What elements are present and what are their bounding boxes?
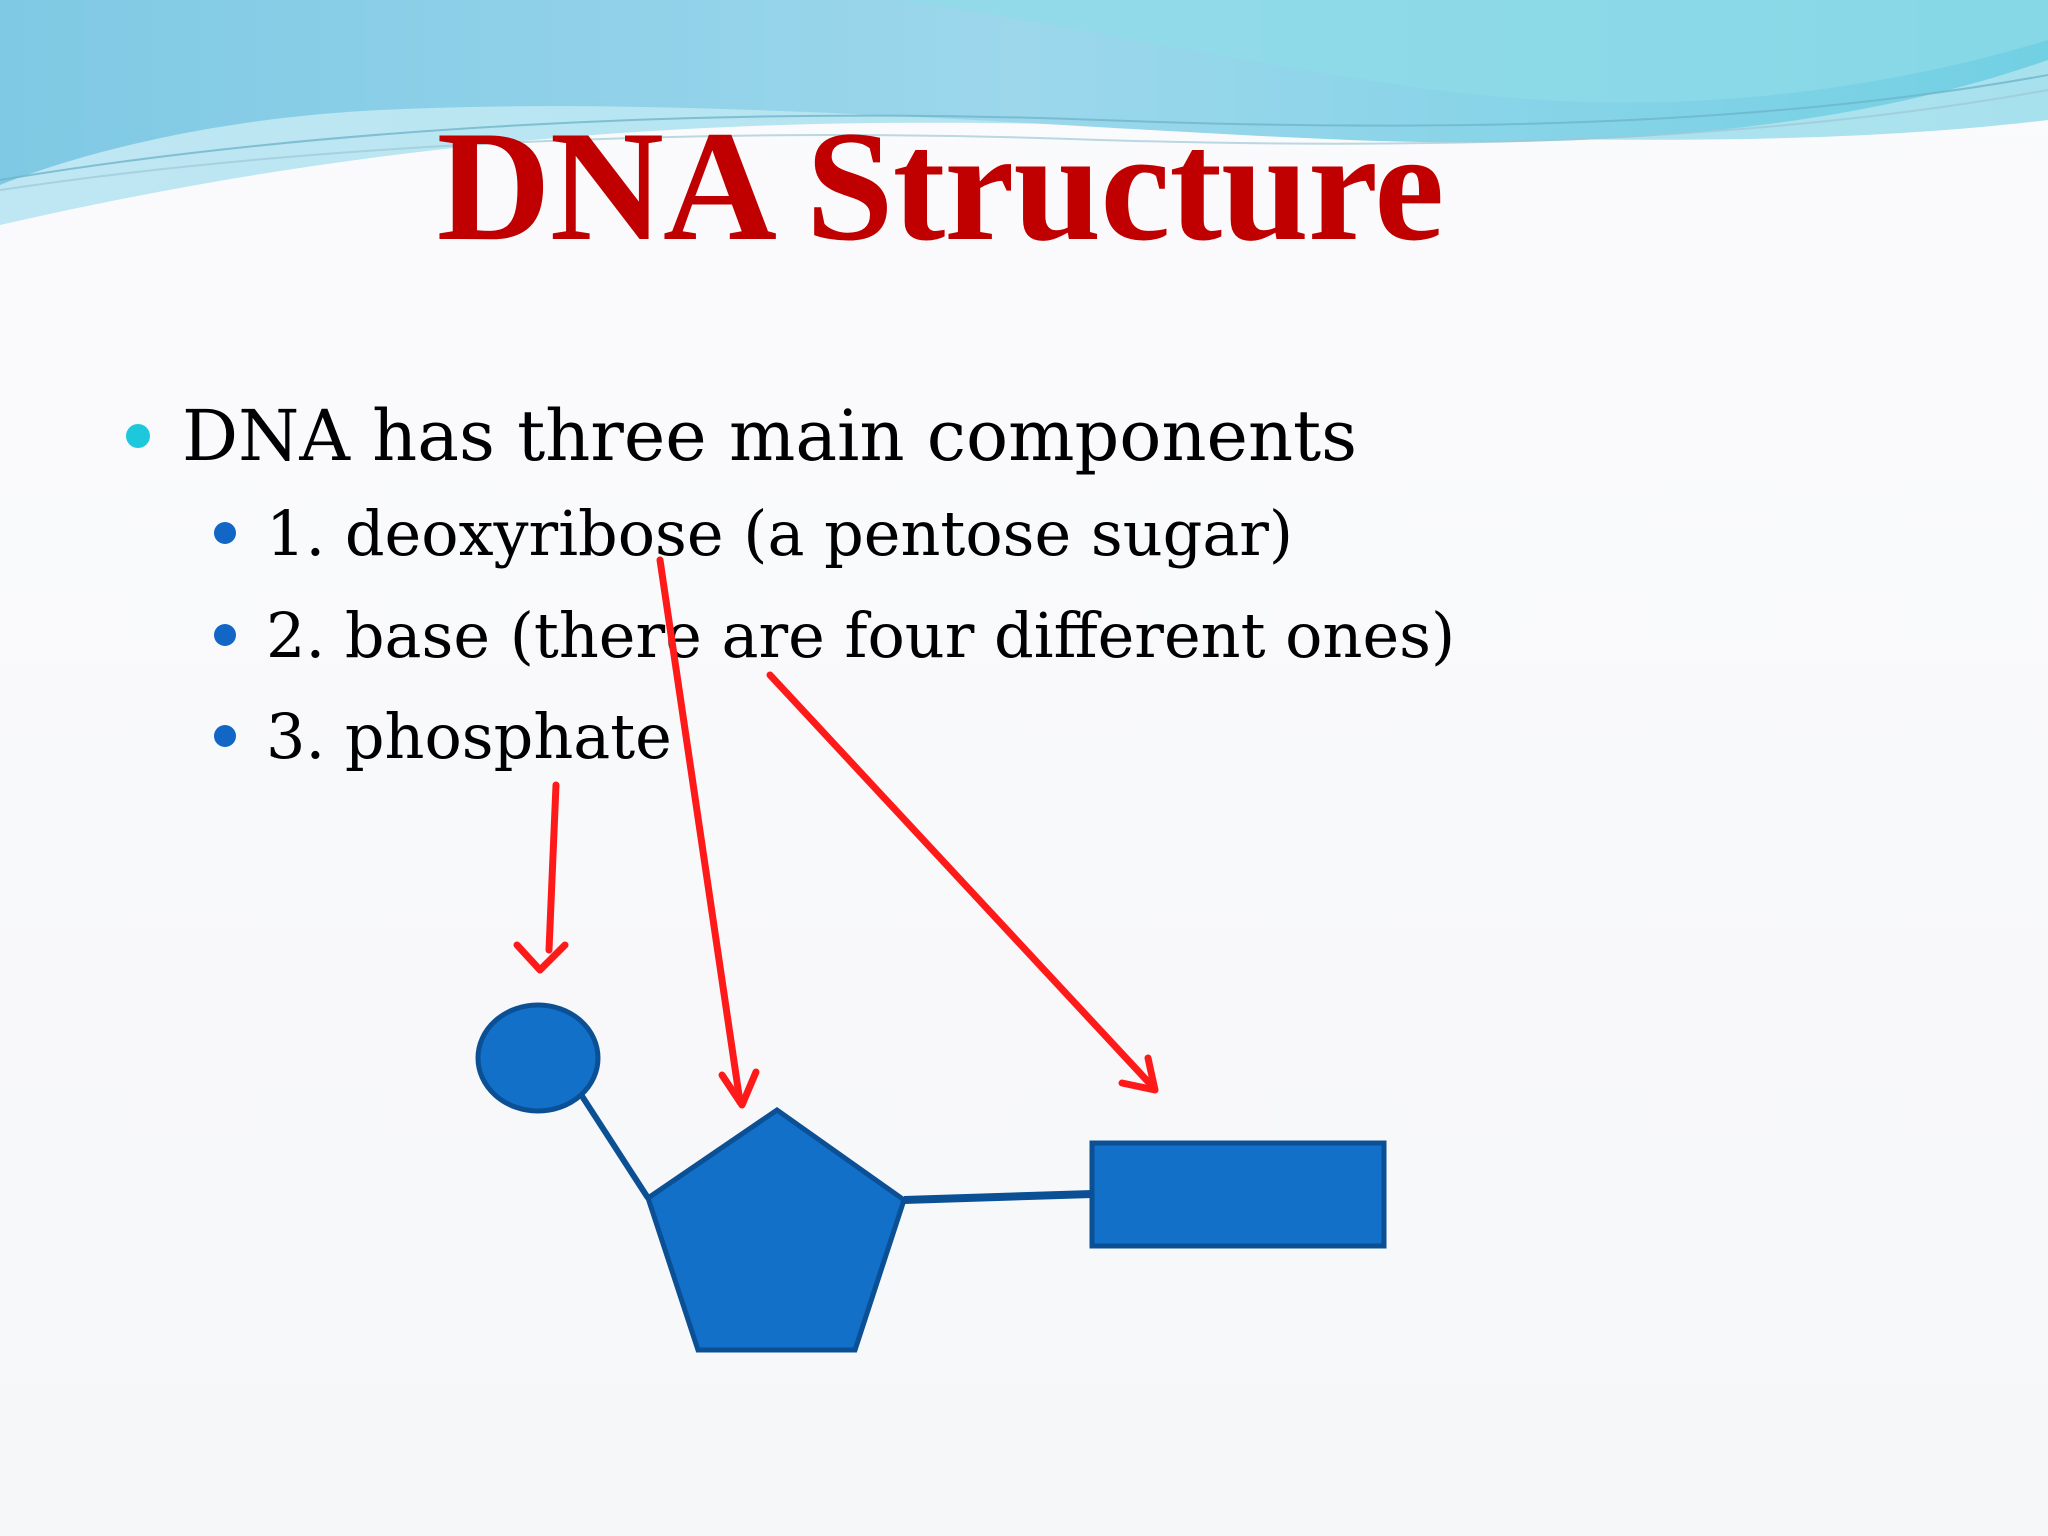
sub-bullet-phosphate-text: 3. phosphate [266,699,672,773]
arrow-base [766,671,1159,1094]
bullet-dot-icon [126,424,150,448]
wave-thin-line-1 [0,74,2048,181]
slide-title: DNA Structure [436,99,1445,274]
sub-bullet-deoxyribose: 1. deoxyribose (a pentose sugar) [214,490,1293,576]
sub-bullet-phosphate: 3. phosphate [214,693,672,779]
bullet-dot-icon [214,725,236,747]
wave-highlight [900,0,2048,103]
header-wave-decoration [0,0,2048,225]
sub-bullet-base-text: 2. base (there are four different ones) [266,598,1456,672]
connector-phosphate-sugar [577,1091,651,1200]
sub-bullet-base: 2. base (there are four different ones) [214,592,1455,678]
bullet-dot-icon [214,624,236,646]
bullet-dot-icon [214,522,236,544]
sub-bullet-deoxyribose-text: 1. deoxyribose (a pentose sugar) [266,496,1294,570]
arrow-deoxyribose [656,556,760,1109]
phosphate-circle [475,1002,601,1114]
arrow-phosphate [513,781,569,974]
bullet-main: DNA has three main components [126,388,1357,484]
base-rectangle [1089,1140,1387,1249]
deoxyribose-pentagon [645,1106,907,1353]
bullet-main-text: DNA has three main components [182,395,1358,477]
connector-sugar-base [903,1190,1093,1204]
wave-thin-line-2 [0,89,2048,191]
